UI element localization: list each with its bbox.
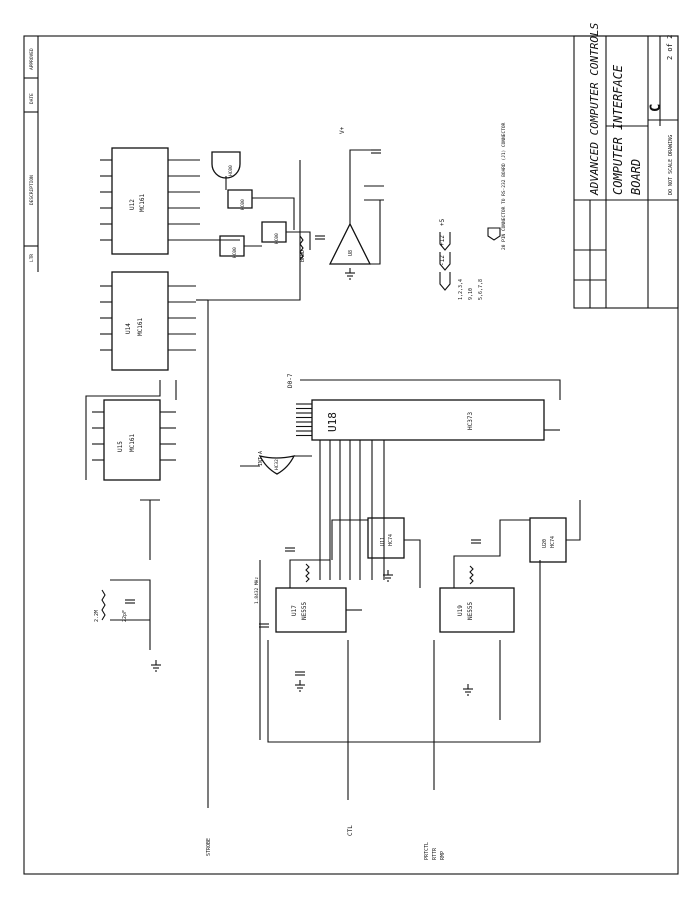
label-xtal: 1.8432 MHz	[254, 577, 260, 604]
svg-text:U18: U18	[326, 412, 339, 432]
svg-text:MC161: MC161	[129, 434, 136, 452]
svg-text:HC00: HC00	[232, 247, 238, 258]
sheet-number: 2 of 2	[666, 35, 674, 60]
wiring	[85, 149, 581, 808]
svg-text:MC161: MC161	[139, 194, 146, 212]
pwr-p12: +12	[439, 235, 446, 246]
svg-text:HC74: HC74	[550, 536, 556, 548]
scale-note: DO NOT SCALE DRAWING	[668, 135, 674, 195]
chip-u17: U17 NE555	[275, 587, 347, 633]
connector-note: 20 PIN CONNECTOR TO RS-232 BOARD (J1) CO…	[501, 122, 507, 250]
drawing-title-1: COMPUTER INTERFACE	[611, 64, 625, 195]
chip-u12: U12 MC161	[111, 147, 169, 255]
size-code: C	[648, 104, 664, 112]
chip-u18: U18 HC373	[311, 399, 545, 441]
label-bottom-1: PRTCTL	[424, 842, 430, 860]
label-db: D0-7	[287, 373, 294, 388]
label-cap: 22pF	[122, 610, 128, 622]
label-bottom-2: RTTR	[432, 847, 438, 860]
svg-text:U15: U15	[117, 441, 124, 452]
svg-text:NE555: NE555	[301, 602, 308, 620]
label-crystal: 2.2M	[94, 610, 100, 622]
label-strobe: STROBE	[206, 838, 212, 856]
chip-u24: HC00	[261, 221, 287, 244]
label-ctl: CTL	[347, 825, 354, 836]
label-vplus: V+	[339, 126, 346, 134]
rev-ltr-label: LTR	[29, 254, 35, 262]
power-legend: +5 +12 -12 1,2,3,4 9,10 5,6,7,8	[439, 218, 484, 300]
svg-text:HC00: HC00	[274, 233, 280, 244]
chip-u14: U14 MC161	[111, 271, 169, 371]
title-block: ADVANCED COMPUTER CONTROLS COMPUTER INTE…	[573, 22, 679, 309]
chip-u16: HC32	[258, 455, 296, 475]
pwr-p5: +5	[439, 218, 446, 226]
connector-symbol	[487, 227, 501, 241]
svg-text:HC00: HC00	[228, 165, 234, 176]
pwr-n12: -12	[439, 255, 446, 266]
svg-text:NE555: NE555	[467, 602, 474, 620]
svg-text:HC00: HC00	[240, 199, 246, 210]
chip-u15: U15 MC161	[103, 399, 161, 481]
pins-c: 5,6,7,8	[478, 279, 484, 300]
svg-text:U17: U17	[291, 605, 298, 616]
svg-text:MC161: MC161	[137, 318, 144, 336]
label-bottom-3: RMP	[440, 851, 446, 860]
svg-text:HC32: HC32	[274, 459, 280, 470]
chip-u20: U20 HC74	[529, 517, 567, 563]
company-name: ADVANCED COMPUTER CONTROLS	[588, 22, 601, 196]
rev-approved-label: APPROVED	[29, 48, 35, 70]
svg-text:HC373: HC373	[467, 412, 474, 430]
chip-u23: HC00	[219, 235, 245, 258]
chip-u11: U11 HC74	[367, 517, 405, 559]
svg-text:U20: U20	[542, 539, 548, 548]
chip-u22: HC00	[227, 189, 253, 210]
drawing-title-2: BOARD	[629, 159, 643, 195]
note-area: 20 PIN CONNECTOR TO RS-232 BOARD (J1) CO…	[487, 122, 507, 250]
chip-u8: U8	[328, 222, 372, 265]
label-int: INT A	[258, 451, 264, 466]
rev-description-label: DESCRIPTION	[29, 175, 35, 205]
chip-u19: U19 NE555	[439, 587, 515, 633]
pins-b: 9,10	[468, 288, 474, 300]
svg-text:U19: U19	[457, 605, 464, 616]
rev-date-label: DATE	[29, 93, 35, 104]
pins-a: 1,2,3,4	[458, 279, 464, 300]
svg-text:U12: U12	[129, 199, 136, 210]
svg-text:HC74: HC74	[388, 534, 394, 546]
sheet-border	[23, 35, 679, 875]
svg-text:U8: U8	[348, 250, 354, 256]
svg-text:U11: U11	[380, 537, 386, 546]
revision-block: LTR DESCRIPTION DATE APPROVED	[24, 36, 39, 272]
svg-text:U14: U14	[125, 323, 132, 334]
chip-u21: HC00	[211, 151, 241, 179]
